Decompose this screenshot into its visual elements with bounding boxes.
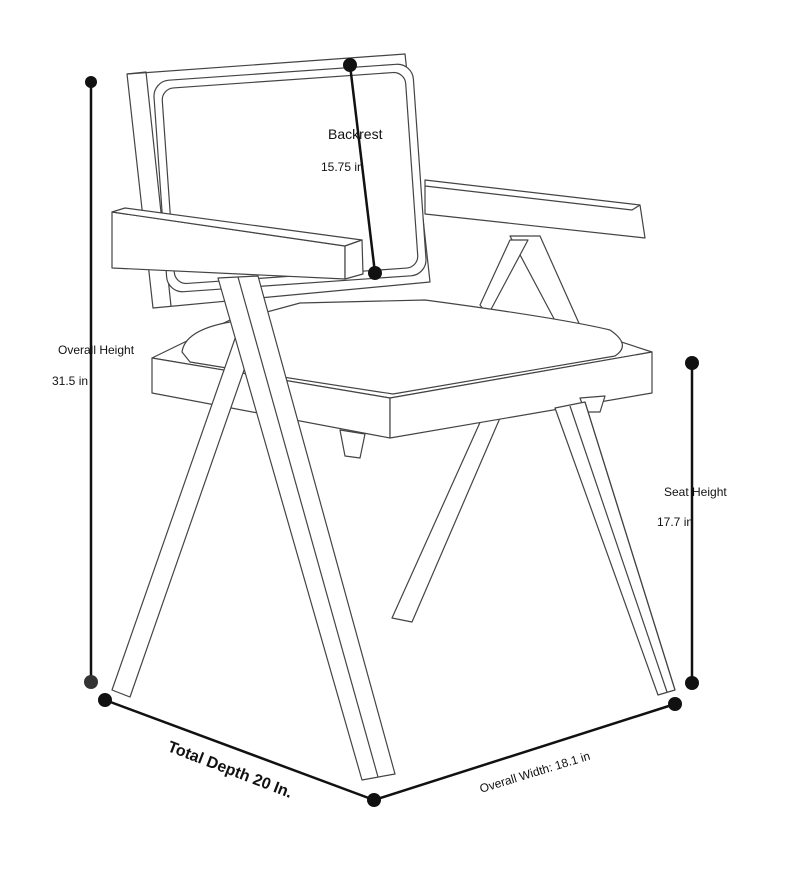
rear-left-brace	[479, 239, 529, 316]
right-armrest	[424, 179, 646, 239]
backrest-bottom-dot	[368, 266, 382, 280]
seat-cushion	[181, 299, 623, 395]
seat-height-value: 17.7 in	[657, 515, 694, 529]
left-armrest-end	[344, 239, 364, 280]
seat-height-top-dot	[685, 356, 699, 370]
seat-front-right	[389, 351, 653, 439]
width-right-dot	[668, 697, 682, 711]
overall-height-value: 31.5 in	[52, 374, 89, 388]
backrest-line	[348, 64, 377, 274]
rear-right-leg	[391, 417, 501, 623]
backrest-top-dot	[343, 58, 357, 72]
overall-height-bottom-dot	[84, 675, 98, 689]
seat-height-bottom-dot	[685, 676, 699, 690]
front-right-leg	[554, 401, 676, 696]
overall-height-label: Overall Height	[58, 343, 135, 357]
width-line	[373, 702, 676, 802]
depth-left-dot	[98, 693, 112, 707]
depth-line	[104, 698, 375, 802]
front-left-leg	[217, 275, 396, 781]
chair-outline	[111, 53, 676, 781]
corner-dot	[367, 793, 381, 807]
seat-height-label: Seat Height	[664, 485, 727, 499]
backrest-label: Backrest	[328, 126, 383, 142]
overall-height-top-dot	[85, 76, 97, 88]
backrest-value: 15.75 in	[321, 160, 364, 174]
dimension-lines	[84, 58, 699, 807]
